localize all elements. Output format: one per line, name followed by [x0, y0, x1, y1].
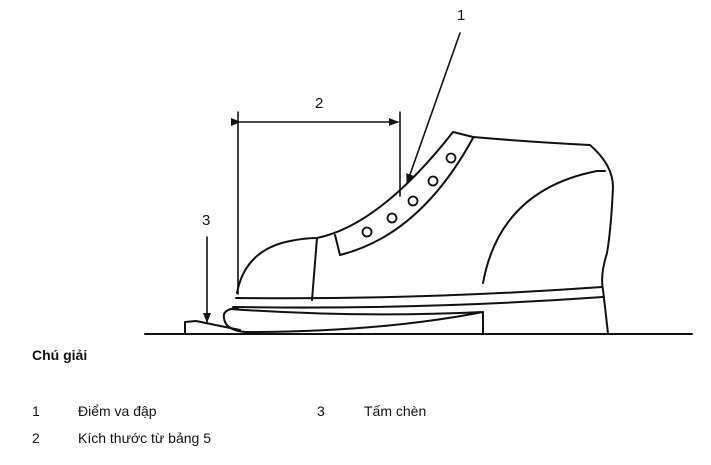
legend-num-2: 2 [32, 430, 40, 446]
vamp-seam [311, 237, 318, 301]
callout-2: 2 [315, 95, 324, 112]
callout-1: 1 [457, 7, 466, 24]
legend-text-2: Kích thước từ bảng 5 [78, 430, 211, 446]
insert-wedge [184, 320, 241, 335]
sole [222, 307, 484, 335]
legend-title: Chú giải [32, 347, 88, 363]
collar-line [482, 170, 606, 284]
shoe-upper [236, 131, 614, 335]
eyelets [361, 152, 457, 238]
legend-num-3: 3 [317, 403, 325, 419]
lace-panel [334, 137, 474, 256]
shoe-diagram [144, 32, 693, 335]
legend-text-1: Điểm va đập [78, 403, 157, 419]
legend-text-3: Tấm chèn [364, 403, 427, 419]
legend-num-1: 1 [32, 403, 40, 419]
impact-point-arrow [406, 32, 461, 184]
welt [232, 286, 604, 309]
callout-3: 3 [202, 212, 211, 229]
